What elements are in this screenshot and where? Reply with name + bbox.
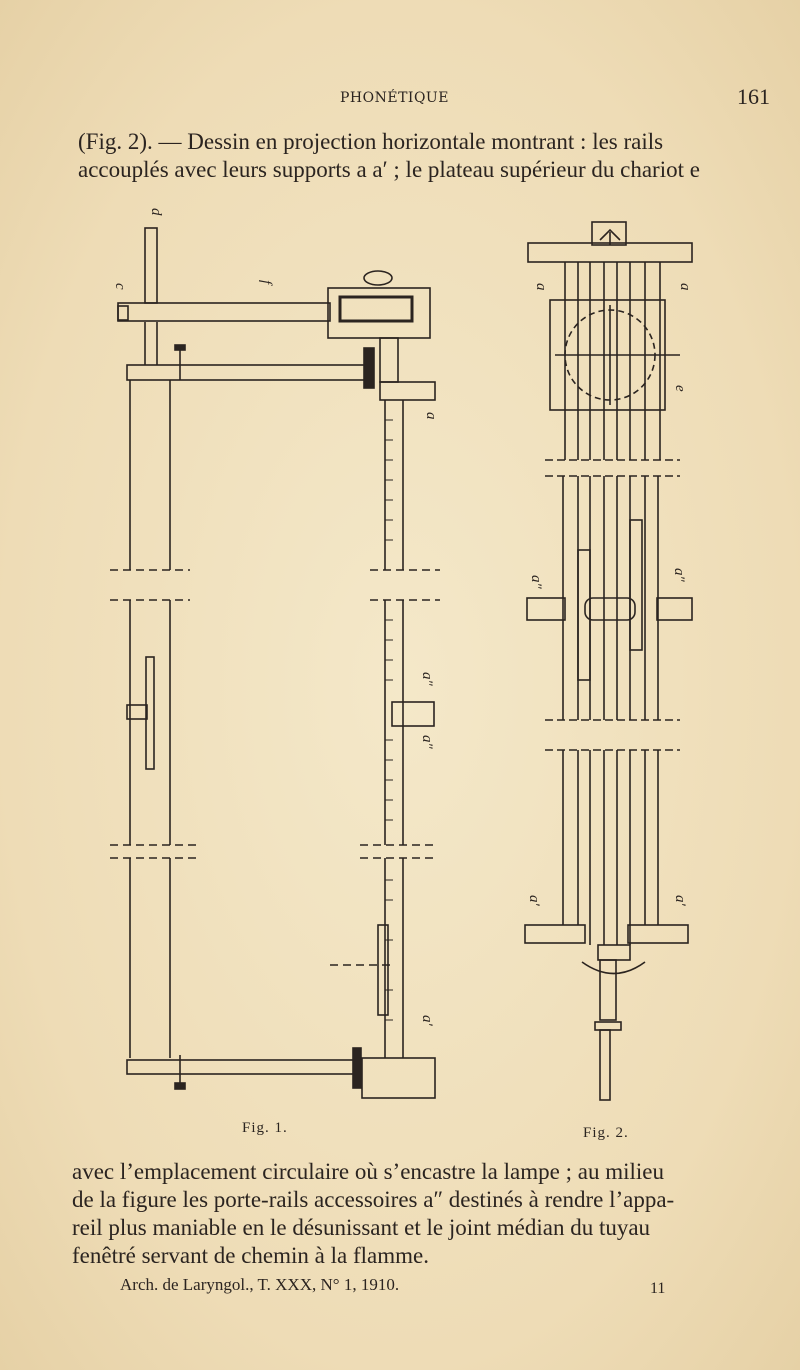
figure-2-drawing	[524, 221, 693, 1101]
text-line: (Fig. 2). — Dessin en projection horizon…	[78, 129, 664, 154]
fig1-label-d: d	[148, 208, 164, 216]
figure-1-drawing	[110, 227, 440, 1099]
page-number: 161	[737, 84, 770, 109]
text-line: fenêtré servant de chemin à la flamme.	[72, 1243, 429, 1268]
text-line: avec l’emplacement circulaire où s’encas…	[72, 1159, 664, 1184]
sheet-number: 11	[650, 1280, 666, 1297]
fig1-label-f: f	[258, 280, 274, 286]
citation: Arch. de Laryngol., T. XXX, N° 1, 1910.	[120, 1275, 400, 1294]
fig2-label-a-double-left: a″	[528, 575, 544, 590]
fig1-label-a-double-lower: a″	[419, 735, 435, 750]
running-title: PHONÉTIQUE	[340, 90, 449, 106]
continuation-paragraph: avec l’emplacement circulaire où s’encas…	[72, 1158, 727, 1270]
fig2-label-e: e	[672, 385, 688, 392]
text-line: de la figure les porte-rails accessoires…	[72, 1187, 675, 1212]
fig2-label-a-left: a	[533, 283, 549, 291]
fig2-label-a-prime-left: a′	[526, 895, 542, 907]
fig2-label-a-double-right: a″	[671, 568, 687, 583]
fig1-label-a: a	[423, 412, 439, 420]
text-line: accouplés avec leurs supports a a′ ; le …	[78, 157, 700, 182]
fig1-label-a-double-upper: a″	[419, 672, 435, 687]
fig2-label-a-prime-right: a′	[672, 895, 688, 907]
fig1-label-c: c	[112, 283, 128, 290]
fig1-label-a-prime: a′	[419, 1015, 435, 1027]
text-line: reil plus maniable en le désunissant et …	[72, 1215, 651, 1240]
intro-paragraph: (Fig. 2). — Dessin en projection horizon…	[78, 128, 730, 184]
fig2-label-a-right: a	[677, 283, 693, 291]
fig2-caption: Fig. 2.	[583, 1125, 629, 1141]
fig1-caption: Fig. 1.	[242, 1120, 288, 1136]
